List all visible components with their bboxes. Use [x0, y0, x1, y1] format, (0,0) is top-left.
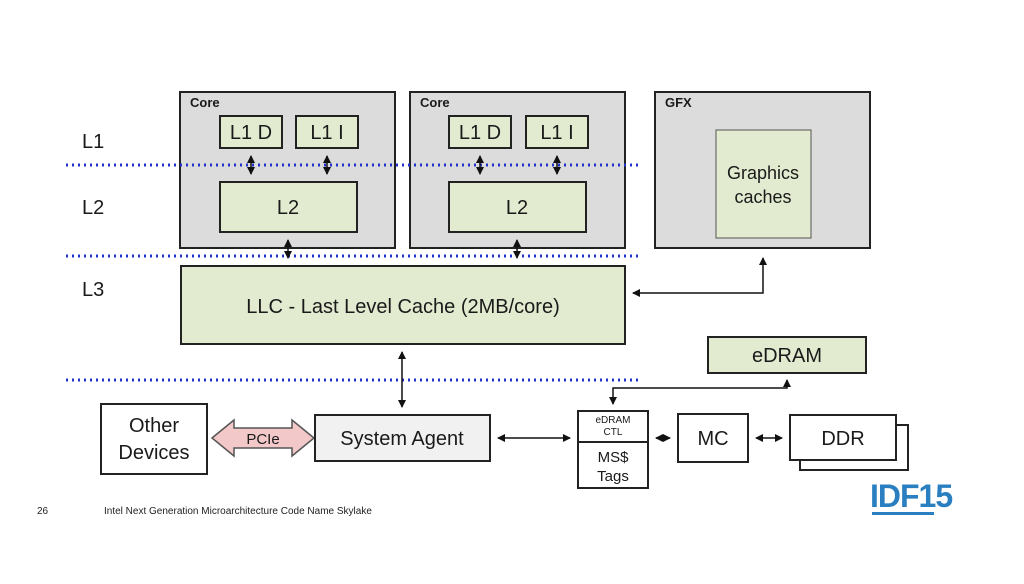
idf15-logo-text: IDF15 [870, 478, 952, 514]
other-devices-box [100, 403, 208, 475]
gfx-block: GFX Graphics caches [654, 91, 871, 249]
core-1-l1d-box [219, 115, 283, 149]
core-2-l1i-box [525, 115, 589, 149]
edram-ctl-line1: eDRAM [595, 415, 630, 426]
core-2-l1d-label: L1 D [459, 122, 501, 144]
arrow-edram-ctl-edram [609, 379, 791, 405]
edram-ctl-line2: CTL [604, 427, 623, 438]
mc-box [677, 413, 749, 463]
core-1: Core L1 D L1 I L2 [179, 91, 396, 249]
level-label-l3: L3 [82, 279, 104, 301]
ms-tags-line1: MS$ [598, 449, 630, 466]
gfx-title: GFX [665, 95, 692, 110]
core-1-l2-box [219, 181, 358, 233]
idf15-logo: IDF15 [870, 478, 953, 515]
level-label-l2: L2 [82, 197, 104, 219]
edram-ctl-box [577, 410, 649, 489]
system-agent-box [314, 414, 491, 462]
edram-box [707, 336, 867, 374]
core-2-l1i-label: L1 I [540, 122, 573, 144]
pcie-label: PCIe [246, 431, 279, 448]
ms-tags-line2: Tags [597, 468, 629, 485]
mc-label: MC [697, 428, 728, 450]
core-1-l2-label: L2 [277, 197, 299, 219]
level-label-l1: L1 [82, 131, 104, 153]
core-1-title: Core [190, 95, 220, 110]
core-2-title: Core [420, 95, 450, 110]
llc-label: LLC - Last Level Cache (2MB/core) [246, 296, 559, 318]
core-1-l1i-box [295, 115, 359, 149]
llc-box [180, 265, 626, 345]
system-agent-label: System Agent [340, 428, 464, 450]
ddr-box [789, 414, 897, 461]
graphics-caches-line2: caches [734, 187, 791, 207]
other-devices-line2: Devices [118, 442, 189, 464]
core-2-l1d-box [448, 115, 512, 149]
graphics-caches-line1: Graphics [727, 163, 799, 183]
page-number: 26 [37, 506, 49, 517]
core-2-l2-box [448, 181, 587, 233]
core-1-l1i-label: L1 I [310, 122, 343, 144]
edram-label: eDRAM [752, 345, 822, 367]
ddr-label: DDR [821, 428, 864, 450]
idf15-logo-underline [872, 512, 934, 515]
footer-caption: Intel Next Generation Microarchitecture … [104, 506, 372, 517]
core-1-l1d-label: L1 D [230, 122, 272, 144]
graphics-caches-box [715, 129, 812, 239]
core-2-l2-label: L2 [506, 197, 528, 219]
other-devices-line1: Other [129, 415, 179, 437]
core-2: Core L1 D L1 I L2 [409, 91, 626, 249]
arrow-gfx-llc [632, 257, 767, 297]
